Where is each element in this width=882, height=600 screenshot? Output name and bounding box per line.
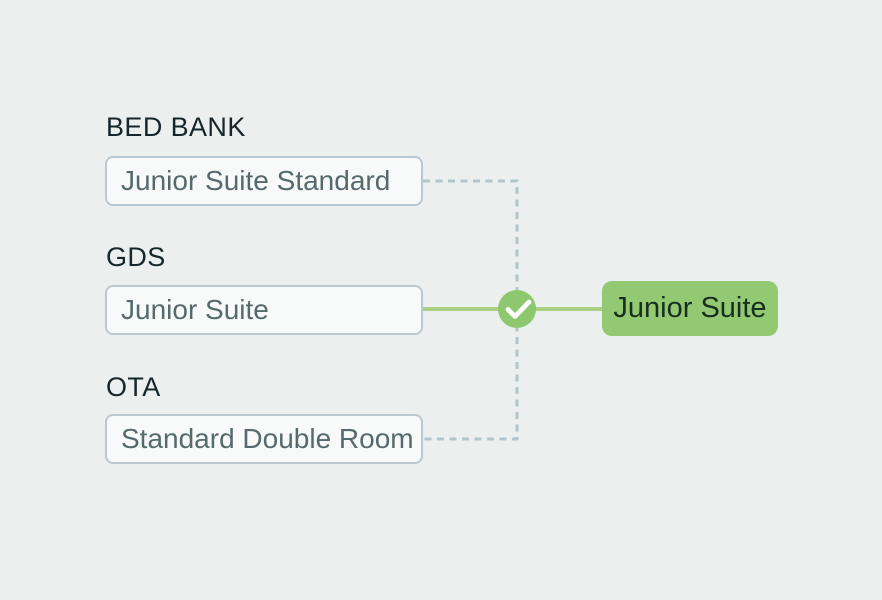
room-name-text: Junior Suite <box>121 294 269 325</box>
match-check-icon <box>498 290 536 328</box>
dashed-connector-line <box>423 179 519 441</box>
room-name-box-gds: Junior Suite <box>105 285 423 335</box>
source-label-ota: OTA <box>106 372 161 402</box>
matched-room-text: Junior Suite <box>613 292 767 324</box>
matched-room-chip: Junior Suite <box>602 281 778 336</box>
room-name-box-bedbank: Junior Suite Standard <box>105 156 423 206</box>
source-label-gds: GDS <box>106 242 166 272</box>
source-label-bedbank: BED BANK <box>106 112 246 142</box>
room-name-text: Junior Suite Standard <box>121 165 391 196</box>
room-name-text: Standard Double Room <box>121 423 414 454</box>
room-name-box-ota: Standard Double Room <box>105 414 423 464</box>
